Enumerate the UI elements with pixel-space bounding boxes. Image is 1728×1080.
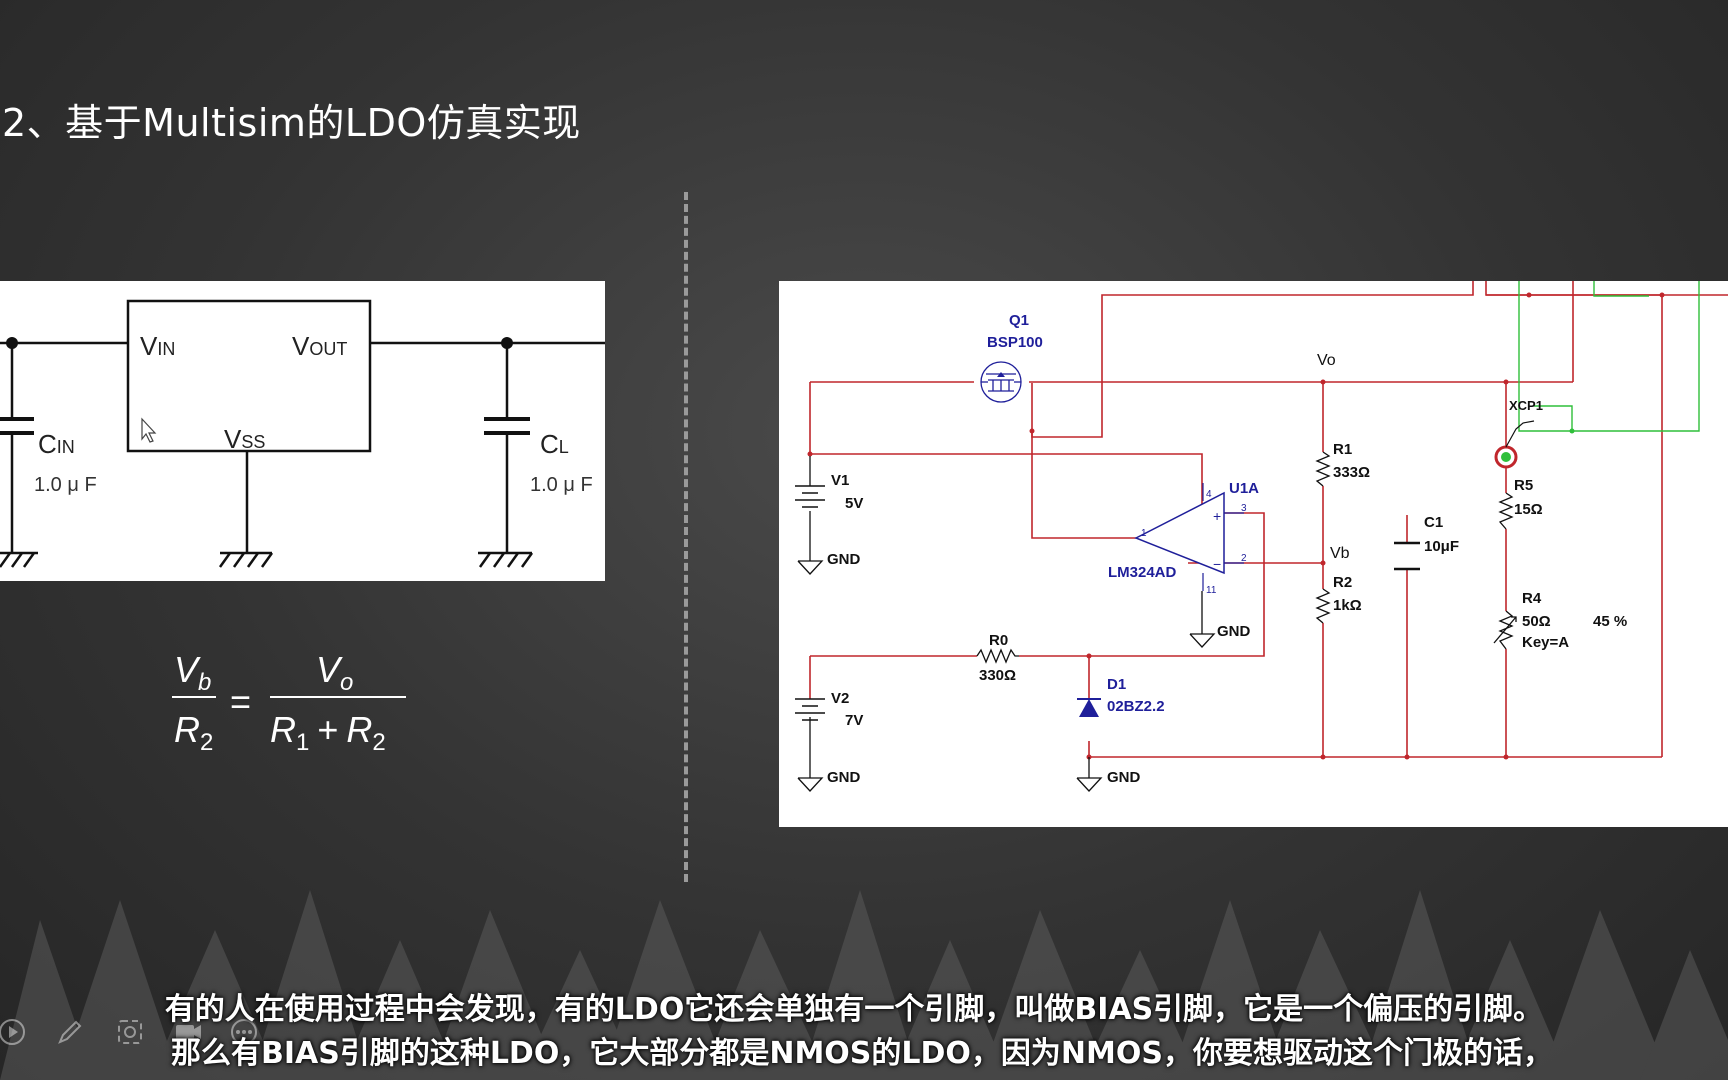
play-icon[interactable] bbox=[0, 1010, 34, 1054]
r0-ref: R0 bbox=[989, 632, 1008, 649]
vss-label: V bbox=[224, 424, 242, 454]
u1a-ref: U1A bbox=[1229, 480, 1259, 497]
r5-ref: R5 bbox=[1514, 477, 1533, 494]
vo-node-label: Vo bbox=[1317, 352, 1336, 369]
svg-text:R1+R2: R1+R2 bbox=[270, 709, 386, 756]
video-icon[interactable] bbox=[166, 1010, 210, 1054]
green-wires bbox=[1518, 281, 1700, 432]
mouse-cursor-icon bbox=[141, 417, 157, 443]
v1-battery-icon bbox=[795, 485, 825, 508]
u1a-opamp-icon bbox=[1134, 483, 1244, 591]
v1-ref: V1 bbox=[831, 472, 849, 489]
r4-ref: R4 bbox=[1522, 590, 1542, 607]
cl-value: 1.0 μ F bbox=[530, 474, 593, 496]
svg-text:Vb: Vb bbox=[174, 652, 211, 696]
mountain-decoration bbox=[0, 890, 1728, 1080]
ldo-block-diagram: VIN VOUT VSS CIN 1.0 μ F CL 1.0 μ F bbox=[0, 281, 605, 581]
cin-label: C bbox=[38, 429, 57, 459]
r2-ref: R2 bbox=[1333, 574, 1352, 591]
cin-value: 1.0 μ F bbox=[34, 474, 97, 496]
xcp1-probe-icon bbox=[1494, 420, 1535, 469]
q1-ref: Q1 bbox=[1009, 312, 1029, 329]
slide-title: 2、基于Multisim的LDO仿真实现 bbox=[2, 101, 581, 145]
svg-text:VOUT: VOUT bbox=[292, 331, 347, 361]
v1-value: 5V bbox=[845, 495, 863, 512]
r5-value: 15Ω bbox=[1514, 501, 1543, 518]
vout-label: V bbox=[292, 331, 310, 361]
c1-ref: C1 bbox=[1424, 514, 1443, 531]
svg-text:=: = bbox=[230, 681, 251, 722]
vb-node-label: Vb bbox=[1330, 545, 1350, 562]
c1-value: 10μF bbox=[1424, 538, 1459, 555]
subtitle-line-1: 有的人在使用过程中会发现，有的LDO它还会单独有一个引脚，叫做BIAS引脚，它是… bbox=[164, 992, 1544, 1027]
pen-icon[interactable] bbox=[48, 1010, 92, 1054]
subtitle-line-2: 那么有BIAS引脚的这种LDO，它大部分都是NMOS的LDO，因为NMOS，你要… bbox=[170, 1036, 1554, 1071]
q1-mosfet-icon bbox=[980, 361, 1022, 403]
ground-symbols bbox=[797, 456, 1216, 792]
gnd-label-opamp: GND bbox=[1217, 623, 1251, 640]
ldo-ic-box bbox=[126, 299, 372, 453]
opamp-pin1: 1 bbox=[1141, 528, 1147, 539]
more-icon[interactable] bbox=[222, 1010, 266, 1054]
svg-text:VIN: VIN bbox=[140, 331, 175, 361]
d1-ref: D1 bbox=[1107, 676, 1126, 693]
svg-text:Vo: Vo bbox=[316, 652, 353, 696]
r0-value: 330Ω bbox=[979, 667, 1016, 684]
opamp-pin11: 11 bbox=[1206, 585, 1217, 596]
opamp-pin2: 2 bbox=[1241, 553, 1247, 564]
resistors bbox=[976, 451, 1517, 664]
gnd-label-v1: GND bbox=[827, 551, 861, 568]
d1-part: 02BZ2.2 bbox=[1107, 698, 1165, 715]
v2-ref: V2 bbox=[831, 690, 849, 707]
gnd-label-d1: GND bbox=[1107, 769, 1141, 786]
multisim-schematic: Q1 BSP100 + − 1 2 3 4 11 U1A LM324AD bbox=[779, 281, 1728, 827]
d1-zener-icon bbox=[1077, 698, 1101, 717]
q1-part: BSP100 bbox=[987, 334, 1043, 351]
opamp-minus-pin: − bbox=[1213, 556, 1221, 572]
r1-ref: R1 bbox=[1333, 441, 1352, 458]
v2-value: 7V bbox=[845, 712, 863, 729]
xcp1-label: XCP1 bbox=[1509, 398, 1543, 413]
screenshot-icon[interactable] bbox=[108, 1010, 152, 1054]
u1a-part: LM324AD bbox=[1108, 564, 1177, 581]
c1-capacitor-icon bbox=[1394, 541, 1420, 571]
cl-label: C bbox=[540, 429, 559, 459]
opamp-pin4: 4 bbox=[1206, 489, 1212, 500]
red-wires bbox=[809, 281, 1728, 758]
vin-label: V bbox=[140, 331, 158, 361]
r2-value: 1kΩ bbox=[1333, 597, 1362, 614]
svg-text:CL: CL bbox=[540, 429, 569, 459]
v2-battery-icon bbox=[795, 698, 825, 721]
r4-key: Key=A bbox=[1522, 634, 1569, 651]
opamp-plus-pin: + bbox=[1213, 508, 1221, 524]
r1-value: 333Ω bbox=[1333, 464, 1370, 481]
r4-value: 50Ω bbox=[1522, 613, 1551, 630]
svg-text:VSS: VSS bbox=[224, 424, 265, 454]
gnd-label-v2: GND bbox=[827, 769, 861, 786]
opamp-pin3: 3 bbox=[1241, 503, 1247, 514]
player-toolbar bbox=[0, 1010, 330, 1060]
dashed-divider bbox=[684, 192, 688, 882]
svg-text:R2: R2 bbox=[174, 709, 213, 756]
r4-percent: 45 % bbox=[1593, 613, 1627, 630]
svg-text:CIN: CIN bbox=[38, 429, 75, 459]
divider-formula: Vb R2 = Vo R1+R2 bbox=[168, 649, 428, 767]
